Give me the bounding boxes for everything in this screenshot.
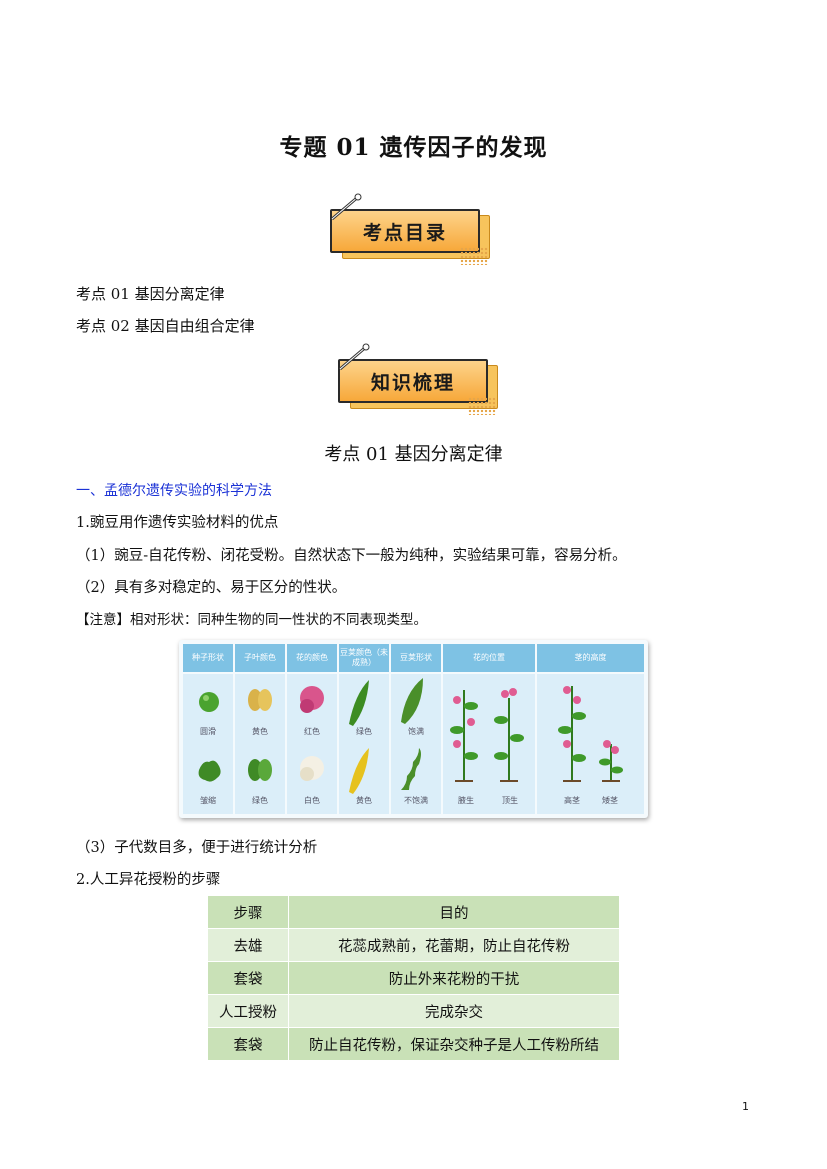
figure-header: 种子形状 bbox=[183, 644, 233, 672]
figure-label: 黄色 bbox=[356, 796, 372, 805]
table-header-row: 步骤 目的 bbox=[207, 895, 620, 929]
pea-illustrations bbox=[198, 678, 623, 794]
table-row: 套袋 防止外来花粉的干扰 bbox=[207, 961, 620, 995]
figure-label: 圆滑 bbox=[200, 727, 216, 736]
figure-label: 白色 bbox=[304, 796, 320, 805]
table-header-cell: 目的 bbox=[288, 895, 620, 929]
paragraph: 2.人工异花授粉的步骤 bbox=[76, 872, 221, 888]
figure-label: 皱缩 bbox=[200, 796, 216, 805]
knowledge-banner-label: 知识梳理 bbox=[338, 359, 488, 403]
table-cell: 套袋 bbox=[207, 1027, 289, 1061]
table-row: 去雄 花蕊成熟前，花蕾期，防止自花传粉 bbox=[207, 928, 620, 962]
figure-label: 绿色 bbox=[356, 727, 372, 736]
figure-header: 花的位置 bbox=[443, 644, 535, 672]
figure-label: 高茎 bbox=[564, 796, 580, 805]
pencil-icon bbox=[331, 193, 362, 221]
table-cell: 人工授粉 bbox=[207, 994, 289, 1028]
pollination-steps-table: 步骤 目的 去雄 花蕊成熟前，花蕾期，防止自花传粉 套袋 防止外来花粉的干扰 人… bbox=[207, 895, 620, 1061]
knowledge-banner: 知识梳理 bbox=[336, 343, 498, 415]
paragraph: 1.豌豆用作遗传实验材料的优点 bbox=[76, 515, 279, 531]
page-number: 1 bbox=[742, 1100, 749, 1113]
table-header-cell: 步骤 bbox=[207, 895, 289, 929]
toc-item-2[interactable]: 考点 02 基因自由组合定律 bbox=[76, 317, 255, 335]
table-cell: 防止外来花粉的干扰 bbox=[288, 961, 620, 995]
figure-header: 子叶颜色 bbox=[235, 644, 285, 672]
table-row: 人工授粉 完成杂交 bbox=[207, 994, 620, 1028]
table-cell: 完成杂交 bbox=[288, 994, 620, 1028]
figure-label: 顶生 bbox=[502, 796, 518, 805]
toc-item-1[interactable]: 考点 01 基因分离定律 bbox=[76, 285, 225, 303]
table-row: 套袋 防止自花传粉，保证杂交种子是人工传粉所结 bbox=[207, 1027, 620, 1061]
table-cell: 防止自花传粉，保证杂交种子是人工传粉所结 bbox=[288, 1027, 620, 1061]
section-title: 考点 01 基因分离定律 bbox=[324, 444, 503, 465]
table-cell: 去雄 bbox=[207, 928, 289, 962]
figure-label: 红色 bbox=[304, 727, 320, 736]
figure-label: 黄色 bbox=[252, 727, 268, 736]
toc-banner: 考点目录 bbox=[328, 193, 490, 265]
figure-label: 腋生 bbox=[458, 796, 474, 805]
pencil-icon bbox=[339, 343, 370, 371]
paragraph: （1）豌豆-自花传粉、闭花受粉。自然状态下一般为纯种，实验结果可靠，容易分析。 bbox=[76, 548, 627, 564]
figure-header: 茎的高度 bbox=[537, 644, 644, 672]
toc-banner-label: 考点目录 bbox=[330, 209, 480, 253]
figure-header: 豆荚形状 bbox=[391, 644, 441, 672]
table-cell: 花蕊成熟前，花蕾期，防止自花传粉 bbox=[288, 928, 620, 962]
page-title: 专题 01 遗传因子的发现 bbox=[279, 134, 548, 161]
pea-traits-figure: 种子形状 子叶颜色 花的颜色 豆荚颜色（未成熟） 豆荚形状 花的位置 茎的高度 bbox=[179, 640, 648, 818]
paragraph: （3）子代数目多，便于进行统计分析 bbox=[76, 840, 318, 856]
note: 【注意】相对形状：同种生物的同一性状的不同表现类型。 bbox=[76, 612, 427, 628]
figure-label: 矮茎 bbox=[602, 796, 618, 805]
paragraph: （2）具有多对稳定的、易于区分的性状。 bbox=[76, 580, 347, 596]
table-cell: 套袋 bbox=[207, 961, 289, 995]
figure-label: 绿色 bbox=[252, 796, 268, 805]
figure-label: 不饱满 bbox=[404, 796, 428, 805]
figure-label: 饱满 bbox=[408, 727, 424, 736]
figure-header: 花的颜色 bbox=[287, 644, 337, 672]
section-heading: 一、孟德尔遗传实验的科学方法 bbox=[76, 483, 272, 499]
figure-header: 豆荚颜色（未成熟） bbox=[339, 644, 389, 672]
